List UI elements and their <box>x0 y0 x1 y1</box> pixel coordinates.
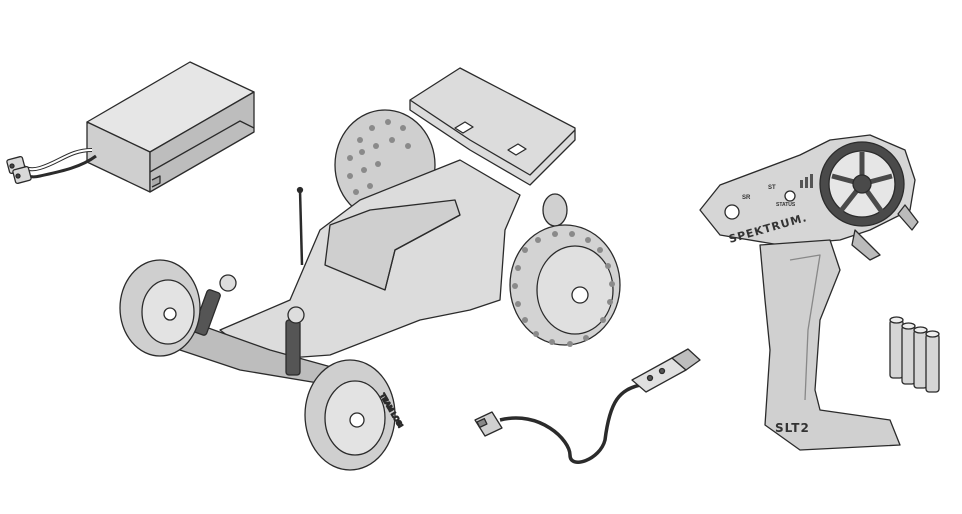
model-badge: SLT2 <box>775 421 810 435</box>
label-status: STATUS <box>776 202 796 208</box>
front-shock-left <box>192 274 237 336</box>
label-sr: SR <box>742 195 751 201</box>
steering-wheel <box>819 141 905 227</box>
charger-cable-wire <box>499 383 641 464</box>
aa-battery-1 <box>889 316 904 379</box>
charger-plug <box>474 411 503 437</box>
front-left-wheel <box>119 259 201 357</box>
rear-left-wheel <box>509 224 621 347</box>
aa-battery-3 <box>913 326 928 389</box>
battery-wire <box>20 148 93 172</box>
transmitter: SR ST STATUS SPEKTRUM. SLT2 <box>699 134 919 451</box>
antenna <box>298 189 304 266</box>
throttle-trigger <box>851 229 881 261</box>
battery-connector <box>6 155 32 185</box>
front-right-wheel: TEAM LOSI <box>304 359 404 471</box>
rear-wing <box>409 67 576 186</box>
usb-dongle <box>631 348 701 393</box>
wing-cutout-right <box>507 143 527 156</box>
rc-buggy: TEAM LOSI <box>119 67 621 471</box>
power-button <box>724 204 740 220</box>
signal-bars <box>800 174 813 188</box>
label-st: ST <box>768 185 776 191</box>
aa-battery-4 <box>925 330 940 393</box>
aa-battery-2 <box>901 322 916 385</box>
wing-cutout-left <box>454 121 474 134</box>
usb-charger-cable <box>474 348 701 464</box>
front-shock-right <box>285 306 305 376</box>
status-led <box>784 190 796 202</box>
transmitter-grip <box>759 239 901 451</box>
aa-batteries <box>889 316 940 393</box>
battery-pack <box>6 61 255 193</box>
